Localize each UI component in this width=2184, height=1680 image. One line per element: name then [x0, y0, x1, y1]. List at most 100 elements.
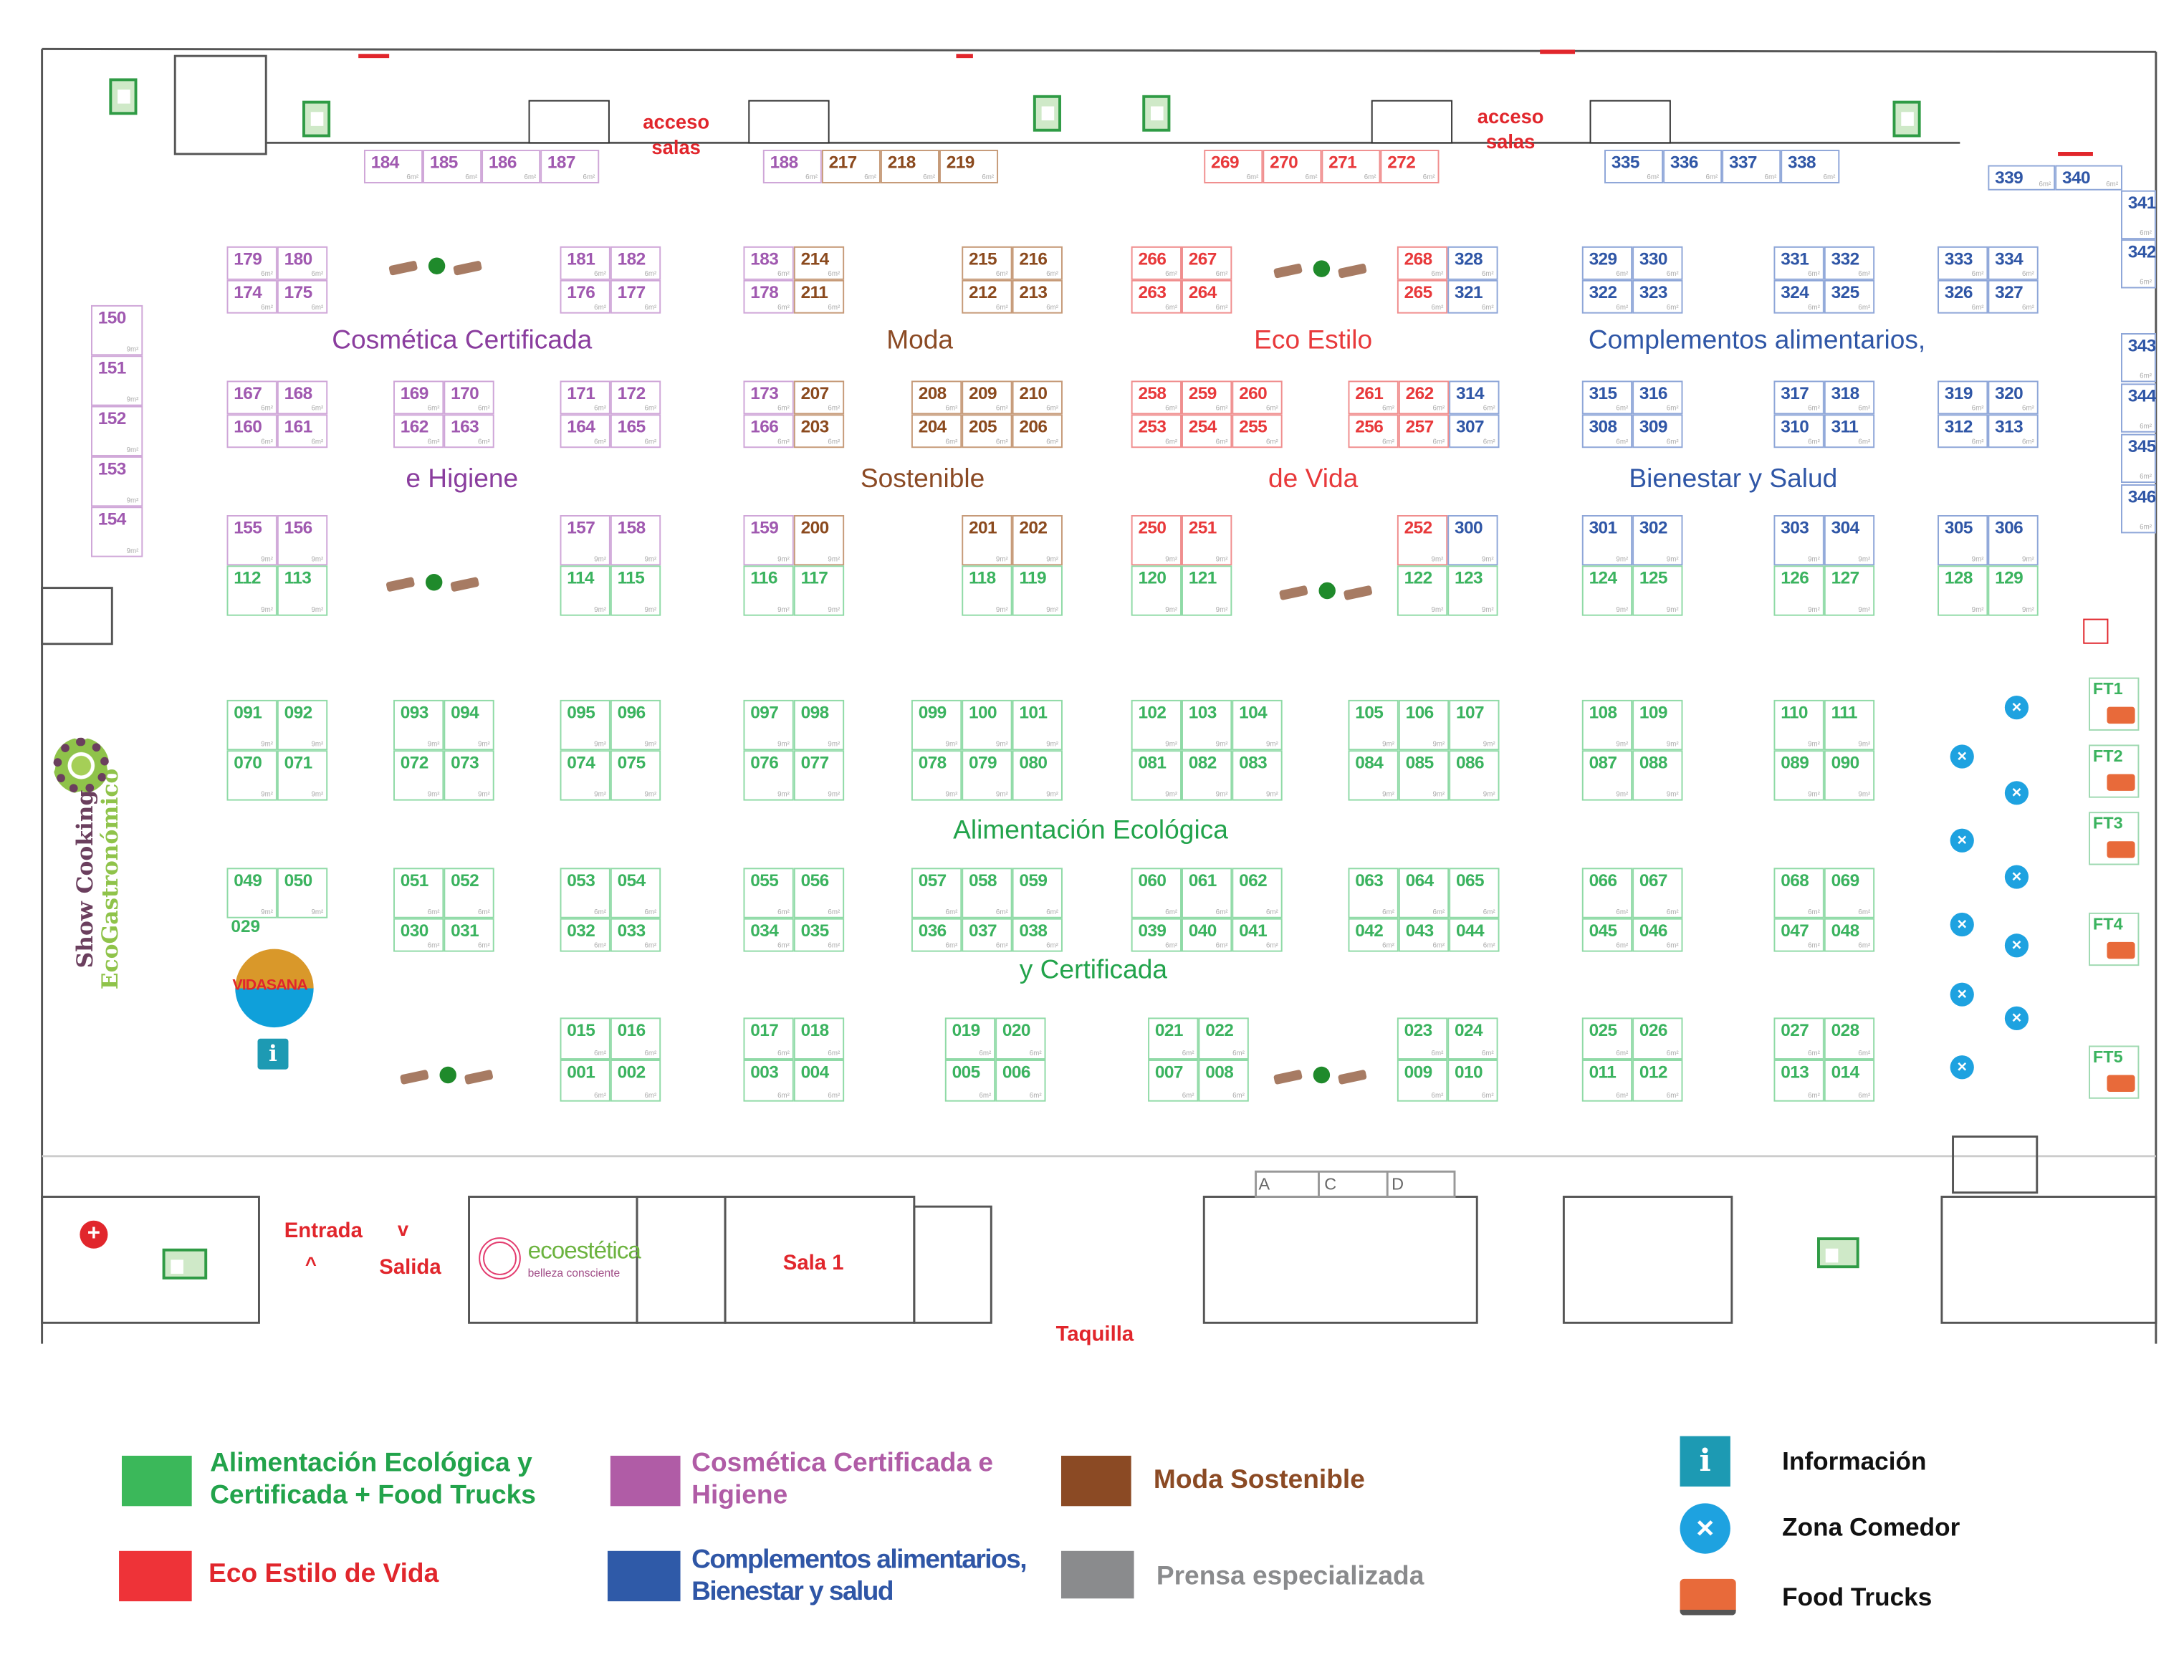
room-sala-1[interactable]: Sala 1	[782, 1251, 844, 1275]
food-truck-spot-ft2[interactable]: FT2	[2089, 744, 2140, 798]
food-truck-spot-ft1[interactable]: FT1	[2089, 677, 2140, 731]
food-truck-spot-ft5[interactable]: FT5	[2089, 1045, 2140, 1099]
